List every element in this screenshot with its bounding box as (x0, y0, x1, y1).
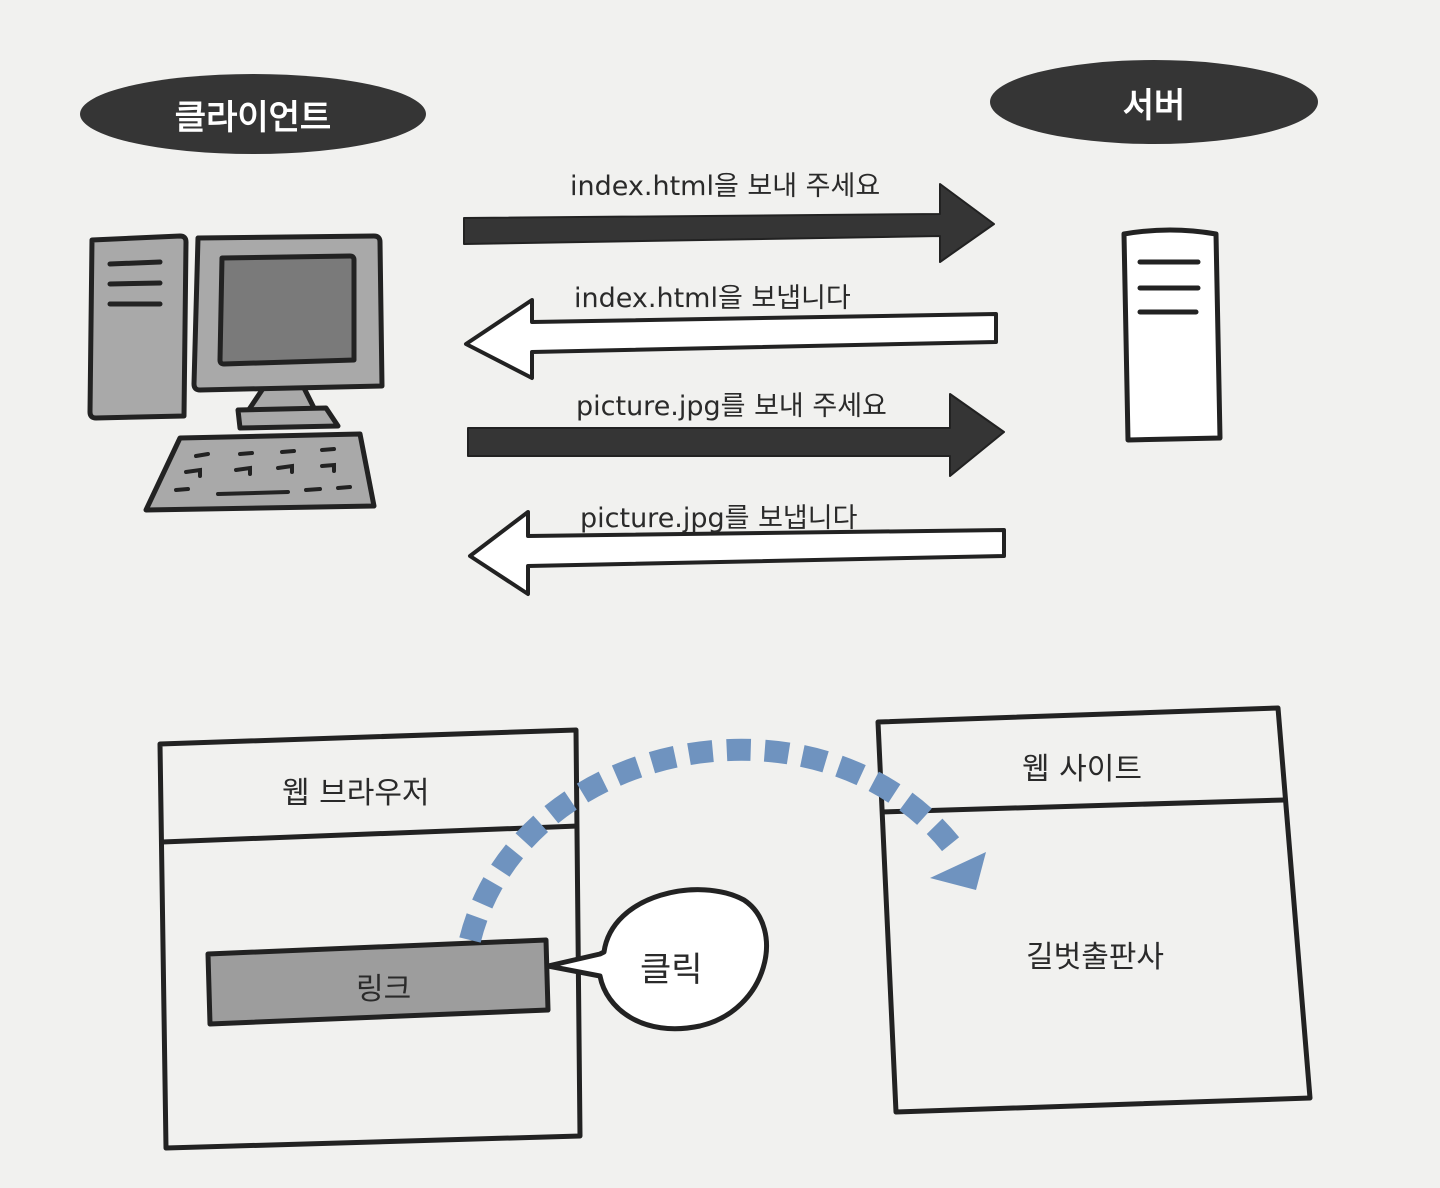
click-label: 클릭 (640, 950, 703, 990)
click-bubble (545, 887, 769, 1032)
server-icon (1121, 227, 1223, 443)
message-1: index.html을 보내 주세요 (570, 171, 881, 202)
message-3: picture.jpg를 보내 주세요 (576, 391, 887, 422)
web-browser-window (157, 727, 583, 1151)
server-label: 서버 (990, 60, 1318, 144)
request-arrow-1 (463, 183, 995, 263)
site-content: 길벗출판사 (1026, 940, 1164, 975)
navigation-dashed-arrow (459, 738, 961, 943)
link-bar[interactable] (205, 937, 551, 1027)
navigation-arrowhead (930, 852, 986, 890)
response-arrow-1 (464, 298, 998, 380)
web-site-window (875, 705, 1313, 1115)
client-label: 클라이언트 (80, 74, 426, 154)
browser-title: 웹 브라우저 (282, 776, 430, 811)
message-2: index.html을 보냅니다 (574, 283, 851, 314)
message-4: picture.jpg를 보냅니다 (580, 503, 858, 534)
request-arrow-2 (467, 393, 1005, 477)
response-arrow-2 (468, 510, 1006, 596)
site-title: 웹 사이트 (1022, 752, 1142, 787)
link-label[interactable]: 링크 (356, 972, 412, 1007)
client-computer-icon (87, 233, 385, 513)
